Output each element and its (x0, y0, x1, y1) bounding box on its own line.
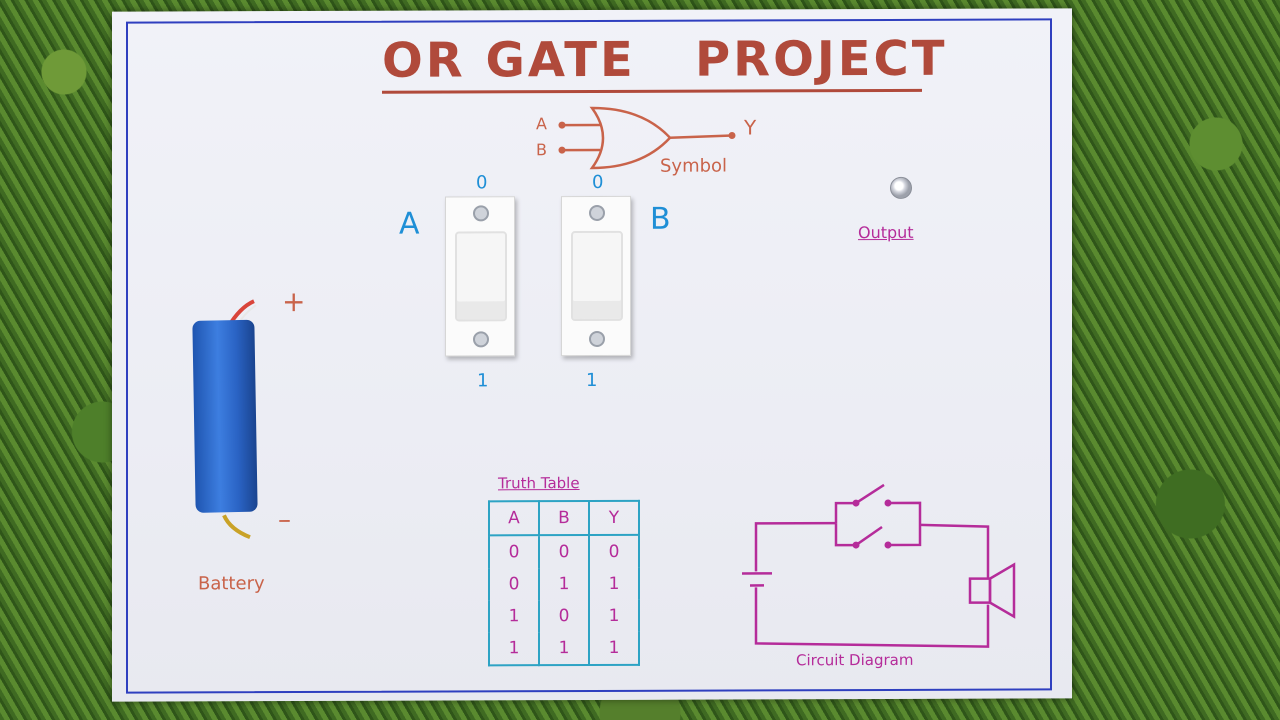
truth-table-title: Truth Table (498, 474, 580, 493)
table-cell: 1 (589, 567, 639, 601)
screw-icon (589, 204, 605, 222)
table-cell: 0 (539, 535, 589, 569)
symbol-input-a: A (536, 114, 547, 134)
table-cell: 1 (539, 568, 589, 601)
or-gate-symbol (558, 106, 736, 170)
screw-icon (473, 205, 489, 222)
battery-label: Battery (198, 573, 265, 595)
symbol-input-b: B (536, 140, 547, 160)
table-cell: 1 (589, 631, 639, 666)
circuit-diagram-label: Circuit Diagram (796, 650, 914, 670)
table-cell: 0 (489, 568, 539, 601)
table-cell: 0 (539, 600, 589, 633)
screw-icon (473, 331, 489, 348)
circuit-diagram (742, 483, 1016, 648)
switch-b[interactable] (561, 195, 631, 357)
symbol-label: Symbol (660, 155, 728, 177)
table-row: 0 1 1 (489, 567, 639, 601)
switch-a-rocker[interactable] (455, 231, 507, 322)
switch-b-name: B (650, 201, 671, 237)
table-row: 0 0 0 (489, 534, 639, 569)
table-header-a: A (489, 501, 539, 536)
output-label: Output (858, 222, 914, 243)
symbol-output-y: Y (744, 115, 757, 140)
table-cell: 1 (589, 599, 639, 633)
screw-icon (589, 330, 605, 348)
battery-plus-label: + (282, 285, 306, 319)
table-row: 1 0 1 (489, 599, 639, 633)
switch-a-off-label: 0 (476, 172, 488, 194)
page-title: OR GATE PROJECT (382, 31, 948, 94)
switch-a-on-label: 1 (477, 370, 489, 392)
switch-b-rocker[interactable] (571, 230, 623, 322)
truth-table: A B Y 0 0 0 0 1 1 1 0 1 1 1 1 (488, 500, 640, 667)
table-header-row: A B Y (489, 500, 639, 536)
table-header-b: B (539, 501, 589, 536)
switch-b-on-label: 1 (586, 369, 598, 392)
table-cell: 1 (489, 600, 539, 633)
switch-a-name: A (399, 206, 420, 242)
switch-a[interactable] (445, 196, 515, 357)
table-cell: 1 (489, 632, 539, 666)
output-led-icon (890, 176, 912, 199)
project-board: OR GATE PROJECT A B Y Symbol 0 A 1 0 B 1… (112, 8, 1072, 702)
table-header-y: Y (589, 500, 639, 536)
table-cell: 0 (489, 535, 539, 569)
battery-wire-icon (222, 514, 251, 540)
table-cell: 1 (539, 632, 589, 666)
battery-minus-label: – (278, 505, 291, 536)
switch-b-off-label: 0 (592, 171, 604, 193)
table-cell: 0 (589, 534, 639, 569)
table-row: 1 1 1 (489, 631, 639, 666)
battery-icon (192, 319, 258, 513)
